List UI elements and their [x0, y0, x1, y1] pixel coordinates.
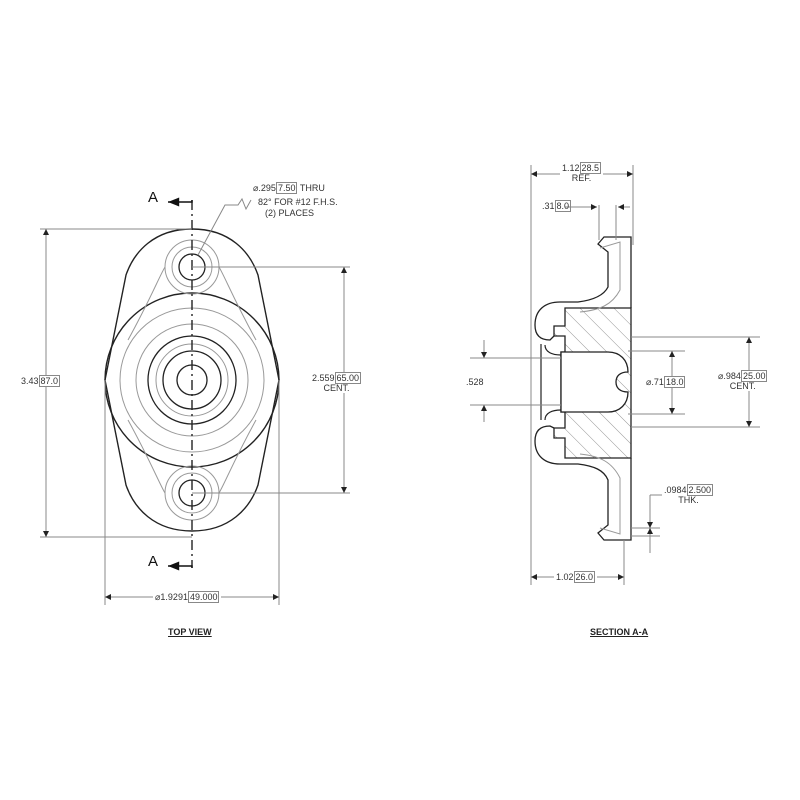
bore-diameter-in: .71 [651, 377, 664, 387]
hole-thru: THRU [299, 183, 325, 193]
diameter-symbol: ⌀ [718, 371, 724, 381]
flange-outline [104, 228, 280, 532]
hole-dia-mm: 7.50 [275, 182, 298, 194]
boss-diameter-in: .984 [723, 371, 741, 381]
section-marker-bottom: A [148, 553, 159, 570]
overall-width-note: REF. [571, 173, 592, 183]
diameter-symbol: ⌀ [646, 377, 652, 387]
hole-spacing-in: 2.559 [312, 373, 335, 383]
diameter-symbol: ⌀ [253, 183, 259, 193]
body-width-mm: 26.0 [573, 571, 596, 583]
hole-callout-countersink: 82° FOR #12 F.H.S. [258, 197, 338, 207]
thickness-in: .0984 [664, 485, 687, 495]
hole-spacing-mm: 65.00 [334, 372, 362, 384]
shell-outline [534, 236, 632, 341]
boss-diameter-mm: 25.00 [740, 370, 768, 382]
flange-offset-in: .31 [542, 201, 555, 211]
diameter-mm: 49.000 [187, 591, 220, 603]
section-marker-top: A [148, 189, 159, 206]
section-view [470, 165, 760, 585]
overall-width-in: 1.12 [562, 163, 580, 173]
body-width-in: 1.02 [556, 572, 574, 582]
diameter-in: 1.9291 [160, 592, 188, 602]
bore-diameter-mm: 18.0 [663, 376, 686, 388]
overall-height-in: 3.43 [21, 376, 39, 386]
flange-offset-mm: 8.0 [554, 200, 572, 212]
overall-height-mm: 87.0 [38, 375, 61, 387]
boss-diameter-note: CENT. [729, 381, 756, 391]
top-view-title: TOP VIEW [168, 627, 212, 637]
top-view [40, 197, 350, 605]
thickness-mm: 2.500 [686, 484, 714, 496]
diameter-symbol: ⌀ [155, 592, 161, 602]
thickness-note: THK. [678, 495, 699, 505]
hole-callout-places: (2) PLACES [265, 208, 315, 218]
overall-width-mm: 28.5 [579, 162, 602, 174]
section-view-title: SECTION A-A [590, 627, 649, 637]
bore-depth-label: .528 [466, 377, 484, 387]
hole-spacing-note: CENT. [323, 383, 350, 393]
hole-dia-in: .295 [258, 183, 276, 193]
